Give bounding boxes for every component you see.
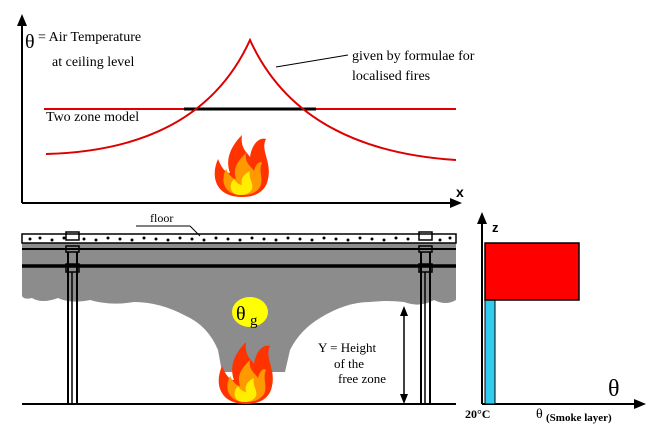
z-axis-arrow [477, 212, 487, 224]
top-flame-icon [214, 135, 269, 197]
right-column [418, 231, 433, 404]
floor-label: floor [150, 211, 173, 225]
free-zone-arrow-head-top [400, 306, 408, 316]
theta-g-gas-temperature-marker [232, 297, 268, 327]
ceiling-level-subtitle: at ceiling level [52, 55, 135, 70]
localised-fires-formula-label: given by formulae for [352, 49, 475, 64]
free-zone-height-label-line2: of the [334, 356, 364, 371]
free-zone-arrow-head-bottom [400, 394, 408, 404]
left-column [65, 231, 80, 404]
free-zone-ambient-bar [484, 299, 496, 405]
top-y-axis-arrow [17, 14, 27, 26]
localised-fires-formula-label-line2: localised fires [352, 69, 430, 84]
air-temperature-title: = Air Temperature [38, 30, 141, 45]
two-zone-model-label: Two zone model [46, 110, 139, 125]
z-axis-label: z [492, 220, 499, 235]
theta-g-subscript: g [250, 313, 258, 329]
formula-leader-line [275, 54, 349, 68]
theta-g-symbol: θ [236, 303, 246, 325]
smoke-layer-theta: θ [536, 407, 543, 422]
localised-fire-temperature-curve [45, 37, 457, 161]
floor-leader-line-tip [189, 225, 201, 237]
ambient-temperature-tick-label: 20°C [465, 407, 490, 421]
free-zone-height-label-line3: free zone [338, 371, 386, 386]
vertical-temperature-profile: z θ 20°C θ (Smoke layer) [465, 212, 646, 424]
smoke-layer-temperature-block [484, 242, 580, 301]
theta-axis-label: θ [608, 376, 620, 402]
floor-slab [21, 233, 457, 244]
top-x-axis-arrow [450, 198, 462, 208]
compartment-section: floor θ g Y = Height of [21, 211, 457, 405]
temperature-profile-panel: θ = Air Temperature at ceiling level giv… [17, 14, 475, 208]
smoke-layer-tick-label: (Smoke layer) [546, 412, 612, 424]
top-x-axis-label: x [456, 184, 464, 200]
theta-axis-arrow [634, 399, 646, 409]
free-zone-height-label: Y = Height [318, 340, 377, 355]
theta-symbol: θ [25, 31, 35, 53]
floor-hatching [28, 236, 452, 242]
